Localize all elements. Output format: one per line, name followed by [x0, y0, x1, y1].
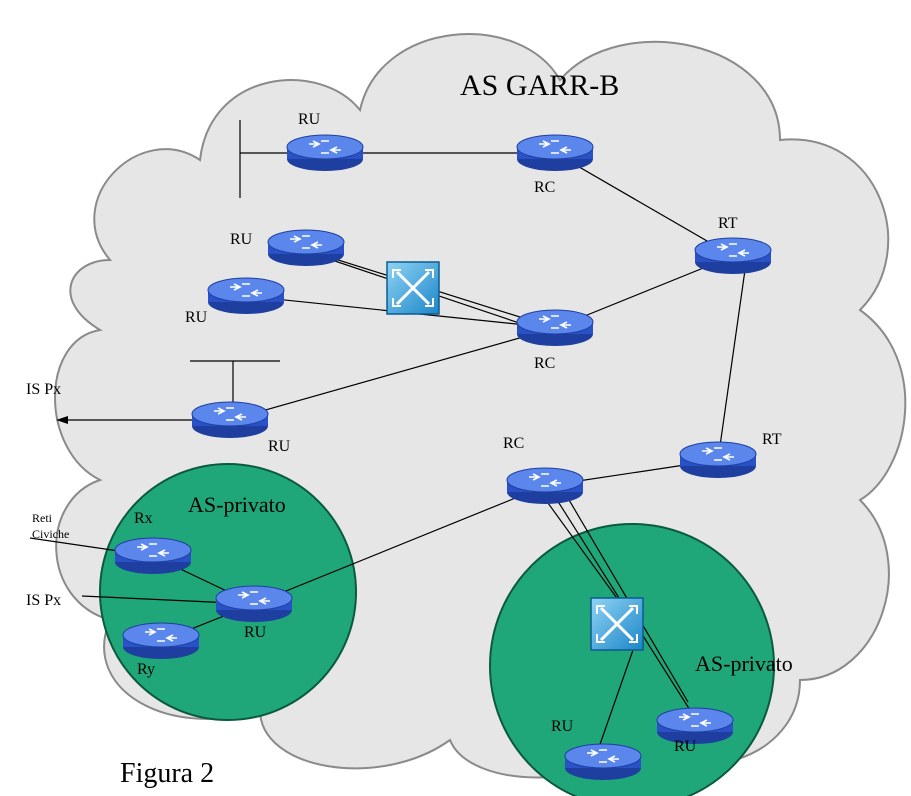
- label-ru-ispx: RU: [268, 438, 291, 455]
- label-ru-left: RU: [185, 309, 208, 326]
- router-rx: [114, 537, 192, 575]
- label-ru-mid: RU: [230, 231, 253, 248]
- cloud-title: AS GARR-B: [460, 69, 619, 102]
- figure-caption: Figura 2: [120, 758, 214, 789]
- label-civiche: Civiche: [32, 527, 69, 541]
- label-ru-private: RU: [244, 624, 267, 641]
- label-ry: Ry: [137, 661, 155, 678]
- label-ru-right-private: RU: [674, 738, 697, 755]
- router-ru-bottom: [564, 743, 642, 781]
- label-rx: Rx: [134, 510, 153, 527]
- router-ry: [122, 622, 200, 660]
- label-ru-top: RU: [298, 111, 321, 128]
- router-rt-upper: [694, 237, 772, 275]
- router-ru-top: [286, 134, 364, 172]
- router-rt-lower: [679, 441, 757, 479]
- label-rc-center: RC: [534, 355, 555, 372]
- label-rt-upper: RT: [718, 215, 738, 232]
- label-ru-bottom: RU: [551, 718, 574, 735]
- router-rc-lower: [506, 467, 584, 505]
- label-ispx-bottom: IS Px: [26, 592, 61, 609]
- label-reti: Reti: [32, 511, 53, 525]
- switch-upper: [385, 260, 441, 316]
- as-private-left-label: AS-privato: [188, 492, 286, 517]
- router-ru-mid: [267, 229, 345, 267]
- as-private-right-label: AS-privato: [695, 651, 793, 676]
- router-ru-private: [215, 585, 293, 623]
- router-rc-top: [516, 134, 594, 172]
- label-rt-lower: RT: [762, 431, 782, 448]
- router-ru-left: [207, 277, 285, 315]
- label-rc-top: RC: [534, 179, 555, 196]
- router-rc-center: [516, 309, 594, 347]
- label-ispx-top: IS Px: [26, 381, 61, 398]
- switch-lower: [589, 596, 645, 652]
- router-ru-ispx: [191, 401, 269, 439]
- label-rc-lower: RC: [503, 435, 524, 452]
